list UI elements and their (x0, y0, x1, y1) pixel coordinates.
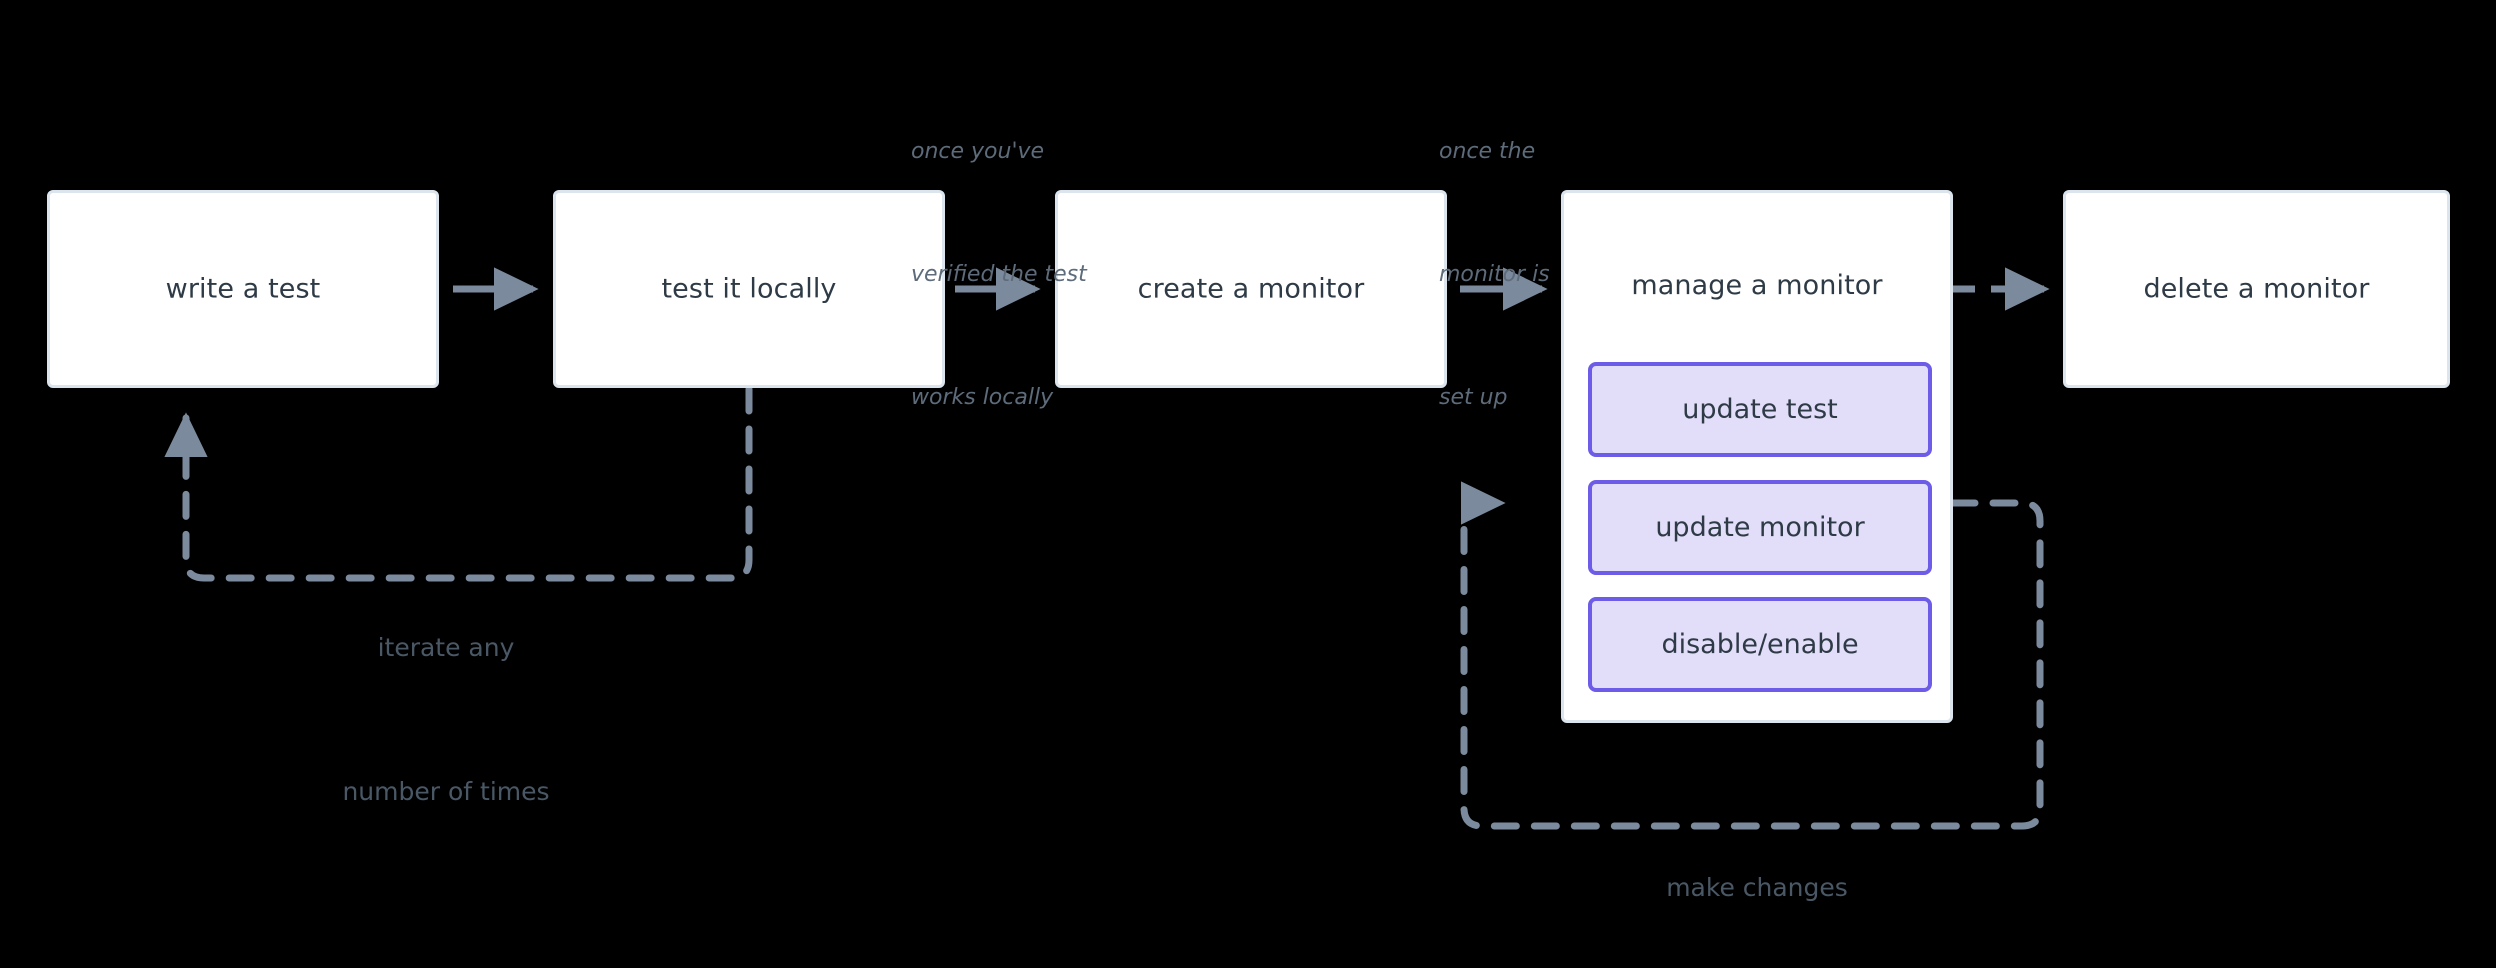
subnode-update-monitor-label: update monitor (1655, 512, 1865, 543)
iterate-loop-label-line1: iterate any (377, 633, 515, 662)
node-delete-a-monitor-label: delete a monitor (2143, 273, 2370, 305)
subnode-disable-enable[interactable]: disable/enable (1588, 597, 1932, 692)
annotation-monitor-set-up-line3: set up (1439, 385, 1508, 410)
annotation-verified-locally: once you've verified the test works loca… (911, 49, 1087, 500)
node-delete-a-monitor[interactable]: delete a monitor (2063, 190, 2450, 388)
annotation-monitor-set-up-line1: once the (1439, 139, 1536, 164)
node-manage-a-monitor-label: manage a monitor (1631, 270, 1883, 301)
annotation-monitor-set-up-line2: monitor is (1439, 262, 1550, 287)
iterate-loop-label-line2: number of times (342, 777, 550, 806)
annotation-verified-locally-line2: verified the test (911, 262, 1087, 287)
annotation-verified-locally-line3: works locally (911, 385, 1054, 410)
make-changes-loop-label: make changes any number of times (1602, 768, 1912, 968)
annotation-verified-locally-line1: once you've (911, 139, 1045, 164)
node-write-a-test-label: write a test (165, 273, 321, 305)
make-changes-loop-label-line1: make changes (1666, 873, 1848, 902)
subnode-disable-enable-label: disable/enable (1661, 629, 1859, 660)
subnode-update-test-label: update test (1682, 394, 1838, 425)
node-create-a-monitor-label: create a monitor (1137, 273, 1365, 305)
node-test-it-locally-label: test it locally (661, 273, 837, 305)
node-write-a-test[interactable]: write a test (47, 190, 439, 388)
loop-test-to-write (164, 385, 753, 582)
loop-manage-to-manage (1460, 481, 2044, 830)
node-test-it-locally[interactable]: test it locally (553, 190, 945, 388)
node-create-a-monitor[interactable]: create a monitor (1055, 190, 1447, 388)
subnode-update-test[interactable]: update test (1588, 362, 1932, 457)
iterate-loop-label: iterate any number of times (296, 528, 596, 912)
annotation-monitor-set-up: once the monitor is set up (1439, 49, 1550, 500)
subnode-update-monitor[interactable]: update monitor (1588, 480, 1932, 575)
node-manage-a-monitor[interactable]: manage a monitor update test update moni… (1561, 190, 1953, 723)
